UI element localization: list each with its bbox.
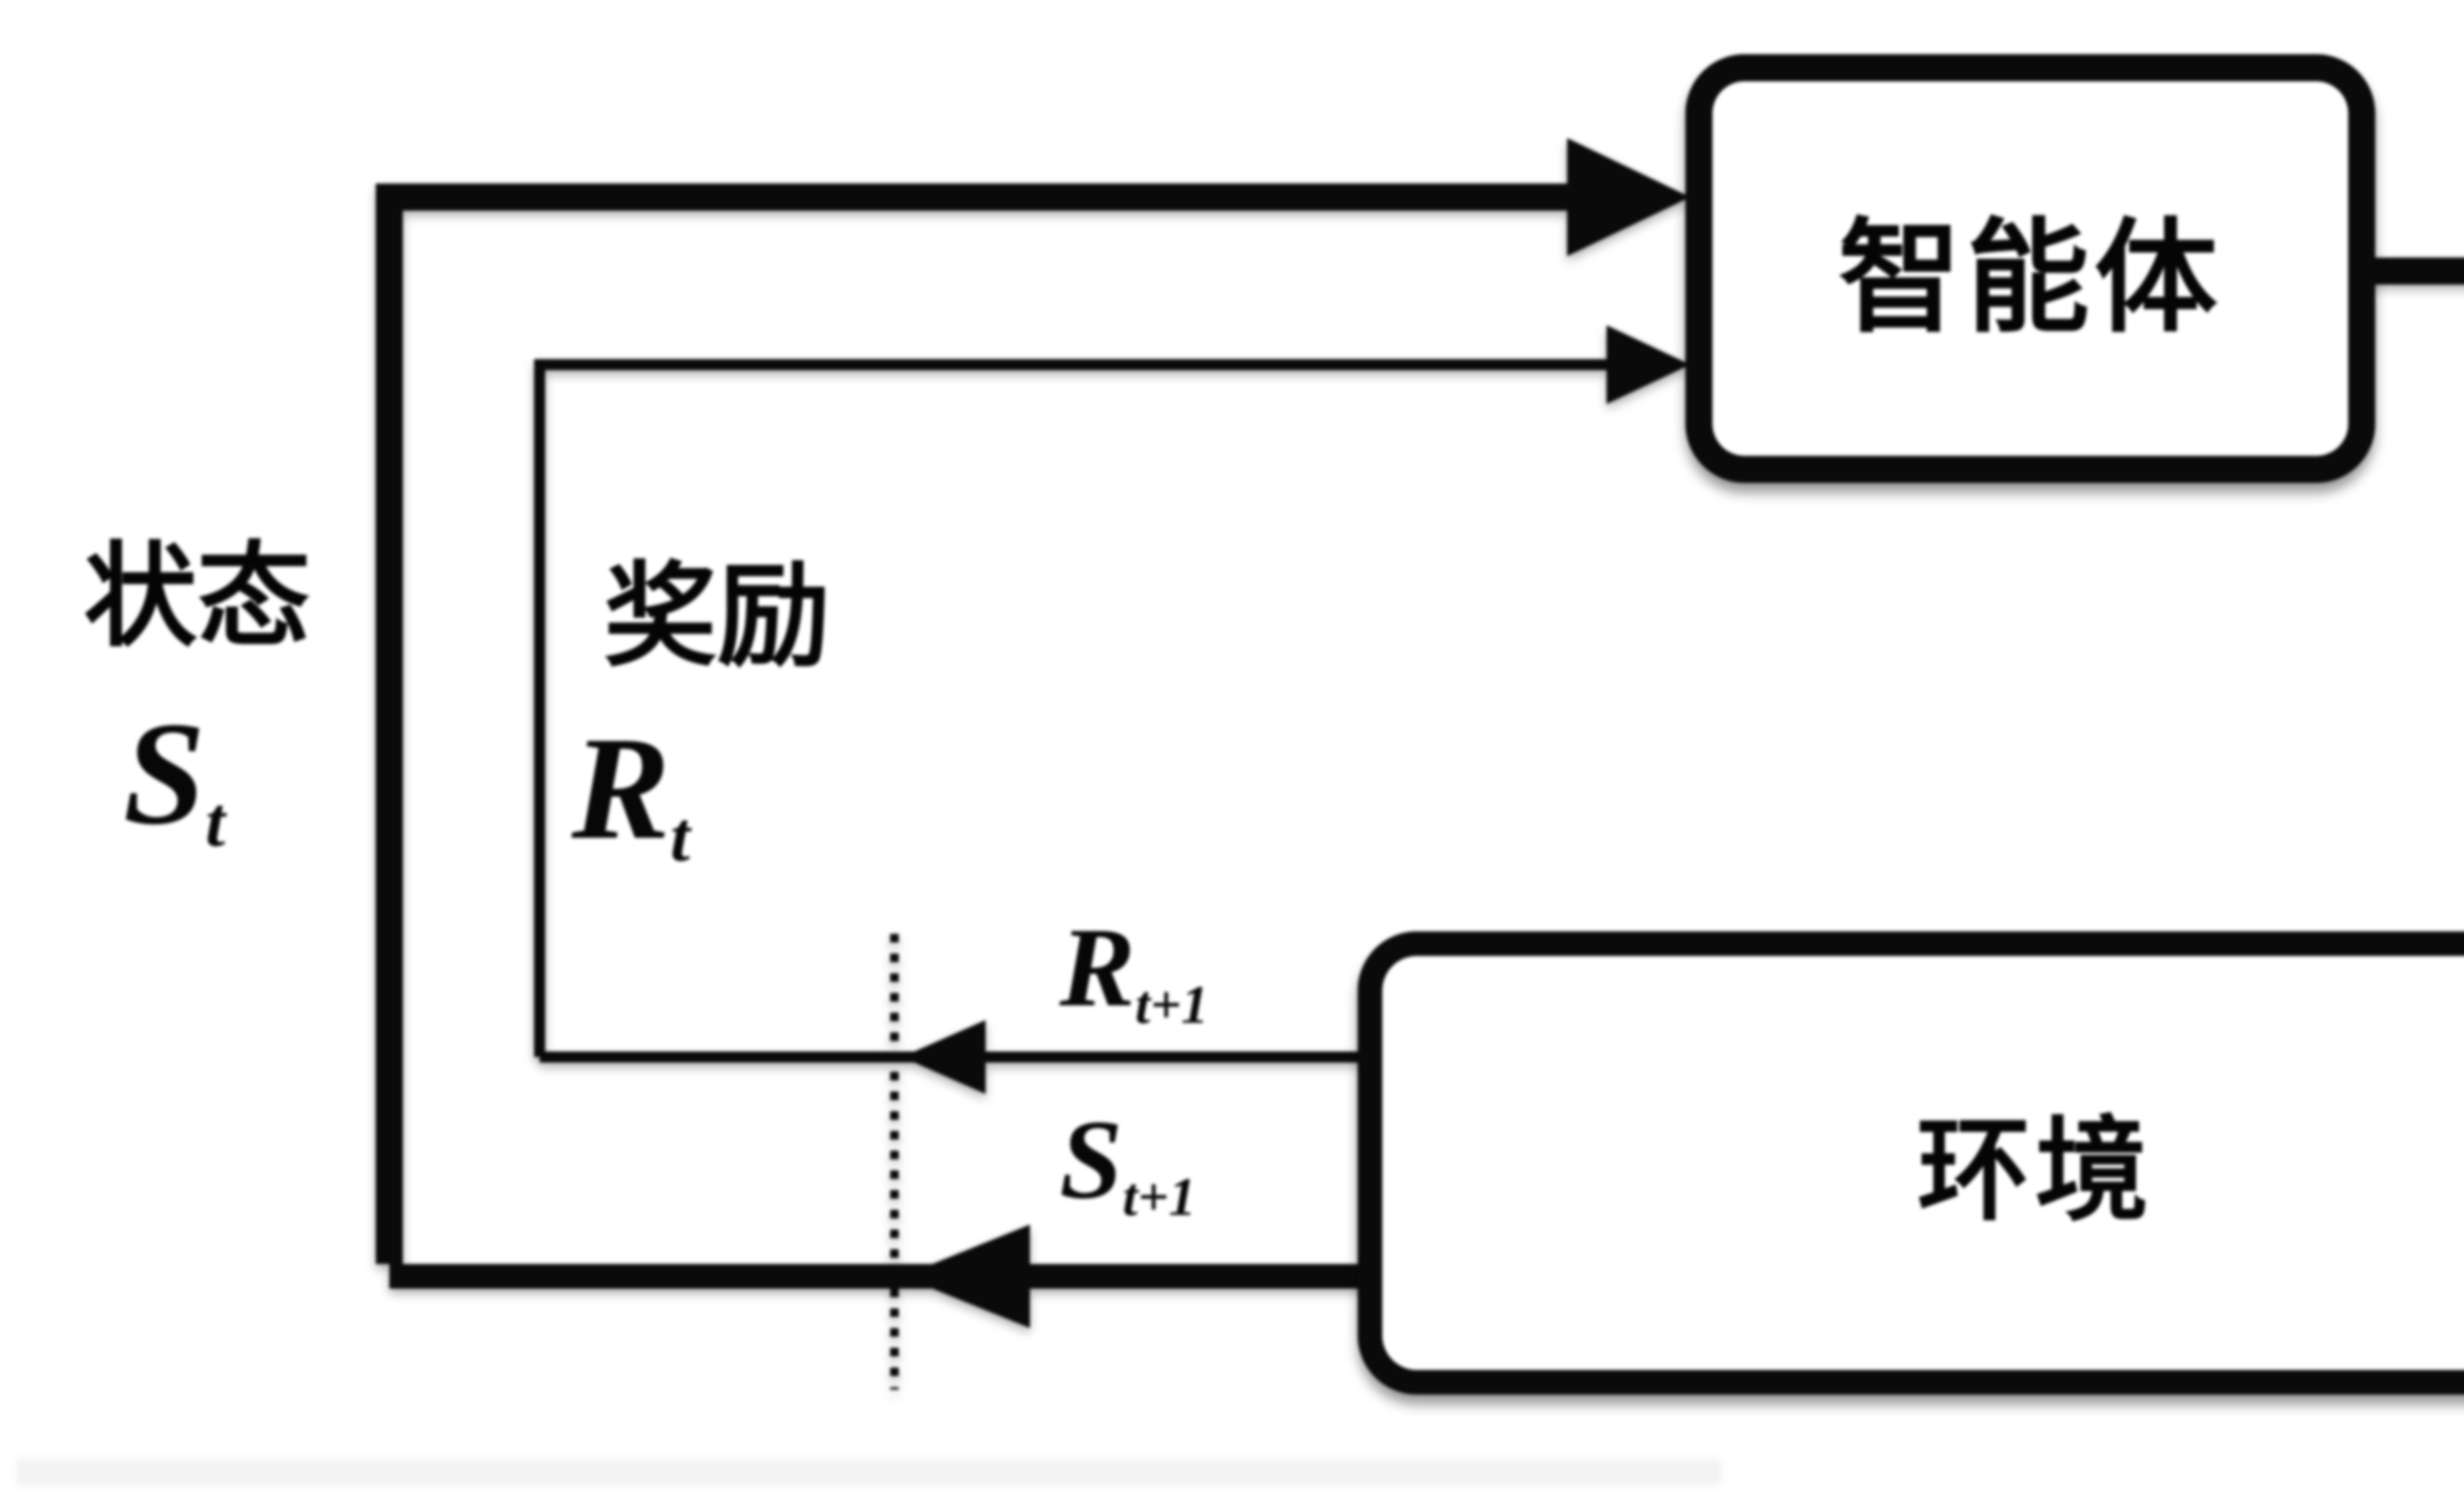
environment-box-label: 环境 [1917, 1109, 2154, 1234]
reward-variable: Rt [572, 715, 690, 875]
reward-variable-sub: t [670, 799, 690, 878]
reward-into-agent-arrowhead-icon [1607, 325, 1690, 404]
next-reward-variable-main: R [1060, 904, 1135, 1030]
state-label-cn: 状态 [84, 535, 310, 660]
scan-artifact-ghost-text [20, 1459, 1720, 1486]
next-state-variable-sub: t+1 [1122, 1165, 1196, 1228]
next-reward-variable-sub: t+1 [1135, 973, 1209, 1035]
state-variable-main: S [123, 692, 205, 855]
next-state-variable-main: S [1060, 1096, 1123, 1222]
next-reward-arrowhead-icon [902, 1020, 986, 1094]
state-variable-sub: t [205, 784, 225, 863]
agent-box-label: 智能体 [1838, 209, 2223, 347]
reward-feedback-line [534, 359, 1607, 1057]
reward-label-cn: 奖励 [604, 554, 830, 680]
environment-box: 环境 [1358, 931, 2464, 1395]
reward-variable-main: R [572, 707, 671, 870]
state-into-agent-arrowhead-icon [1567, 138, 1690, 256]
next-reward-variable: Rt+1 [1060, 911, 1209, 1035]
state-feedback-line [376, 183, 1582, 1264]
state-variable: St [123, 700, 225, 860]
next-state-arrowhead-icon [902, 1225, 1030, 1328]
agent-box: 智能体 [1685, 54, 2375, 483]
next-state-variable: St+1 [1060, 1103, 1196, 1228]
